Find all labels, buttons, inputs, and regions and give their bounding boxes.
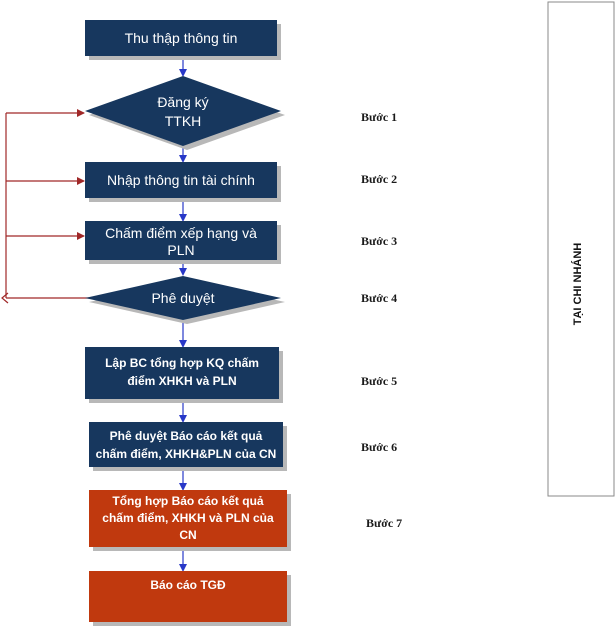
svg-text:Chấm điểm xếp hạng và: Chấm điểm xếp hạng và: [105, 225, 257, 241]
step-label-7: Bước 7: [366, 516, 402, 530]
step-label-4: Bước 4: [361, 291, 397, 305]
node-thu-thap-thong-tin: Thu thập thông tin: [85, 20, 281, 60]
svg-text:chấm điểm, XHKH và PLN của: chấm điểm, XHKH và PLN của: [102, 511, 274, 525]
node-bao-cao-tgd: Báo cáo TGĐ: [89, 571, 291, 626]
svg-text:TTKH: TTKH: [165, 113, 202, 129]
svg-text:Nhập thông tin tài chính: Nhập thông tin tài chính: [107, 172, 255, 188]
svg-text:Đăng ký: Đăng ký: [157, 94, 208, 110]
svg-text:Tổng hợp Báo cáo kết quả: Tổng hợp Báo cáo kết quả: [112, 494, 264, 508]
svg-text:điểm XHKH và PLN: điểm XHKH và PLN: [127, 374, 236, 388]
step-label-5: Bước 5: [361, 374, 397, 388]
svg-text:CN: CN: [179, 528, 196, 542]
side-panel-label: TẠI CHI NHÁNH: [571, 243, 584, 326]
decision-dang-ky-ttkh: Đăng ký TTKH: [85, 76, 285, 150]
step-label-1: Bước 1: [361, 110, 397, 124]
step-label-2: Bước 2: [361, 172, 397, 186]
step-label-6: Bước 6: [361, 440, 397, 454]
svg-text:Báo cáo TGĐ: Báo cáo TGĐ: [150, 578, 226, 592]
node-tong-hop-bao-cao: Tổng hợp Báo cáo kết quả chấm điểm, XHKH…: [89, 490, 291, 551]
node-lap-bc-tong-hop: Lập BC tổng hợp KQ chấm điểm XHKH và PLN: [85, 347, 283, 403]
feedback-loop: [1, 109, 90, 304]
svg-text:PLN: PLN: [167, 242, 194, 258]
side-panel: [547, 1, 615, 497]
svg-text:Phê duyệt: Phê duyệt: [151, 290, 214, 306]
decision-phe-duyet: Phê duyệt: [85, 276, 285, 324]
step-labels: Bước 1 Bước 2 Bước 3 Bước 4 Bước 5 Bước …: [361, 110, 402, 530]
node-phe-duyet-bao-cao: Phê duyệt Báo cáo kết quả chấm điểm, XHK…: [89, 422, 287, 471]
step-label-3: Bước 3: [361, 234, 397, 248]
svg-text:Thu thập thông tin: Thu thập thông tin: [125, 30, 238, 46]
svg-text:Lập BC tổng hợp KQ chấm: Lập BC tổng hợp KQ chấm: [105, 356, 259, 370]
node-nhap-thong-tin-tai-chinh: Nhập thông tin tài chính: [85, 162, 281, 202]
node-cham-diem-xep-hang: Chấm điểm xếp hạng và PLN: [85, 221, 281, 264]
svg-text:chấm điểm, XHKH&PLN của CN: chấm điểm, XHKH&PLN của CN: [96, 447, 277, 461]
svg-text:Phê duyệt Báo cáo kết quả: Phê duyệt Báo cáo kết quả: [110, 429, 263, 443]
